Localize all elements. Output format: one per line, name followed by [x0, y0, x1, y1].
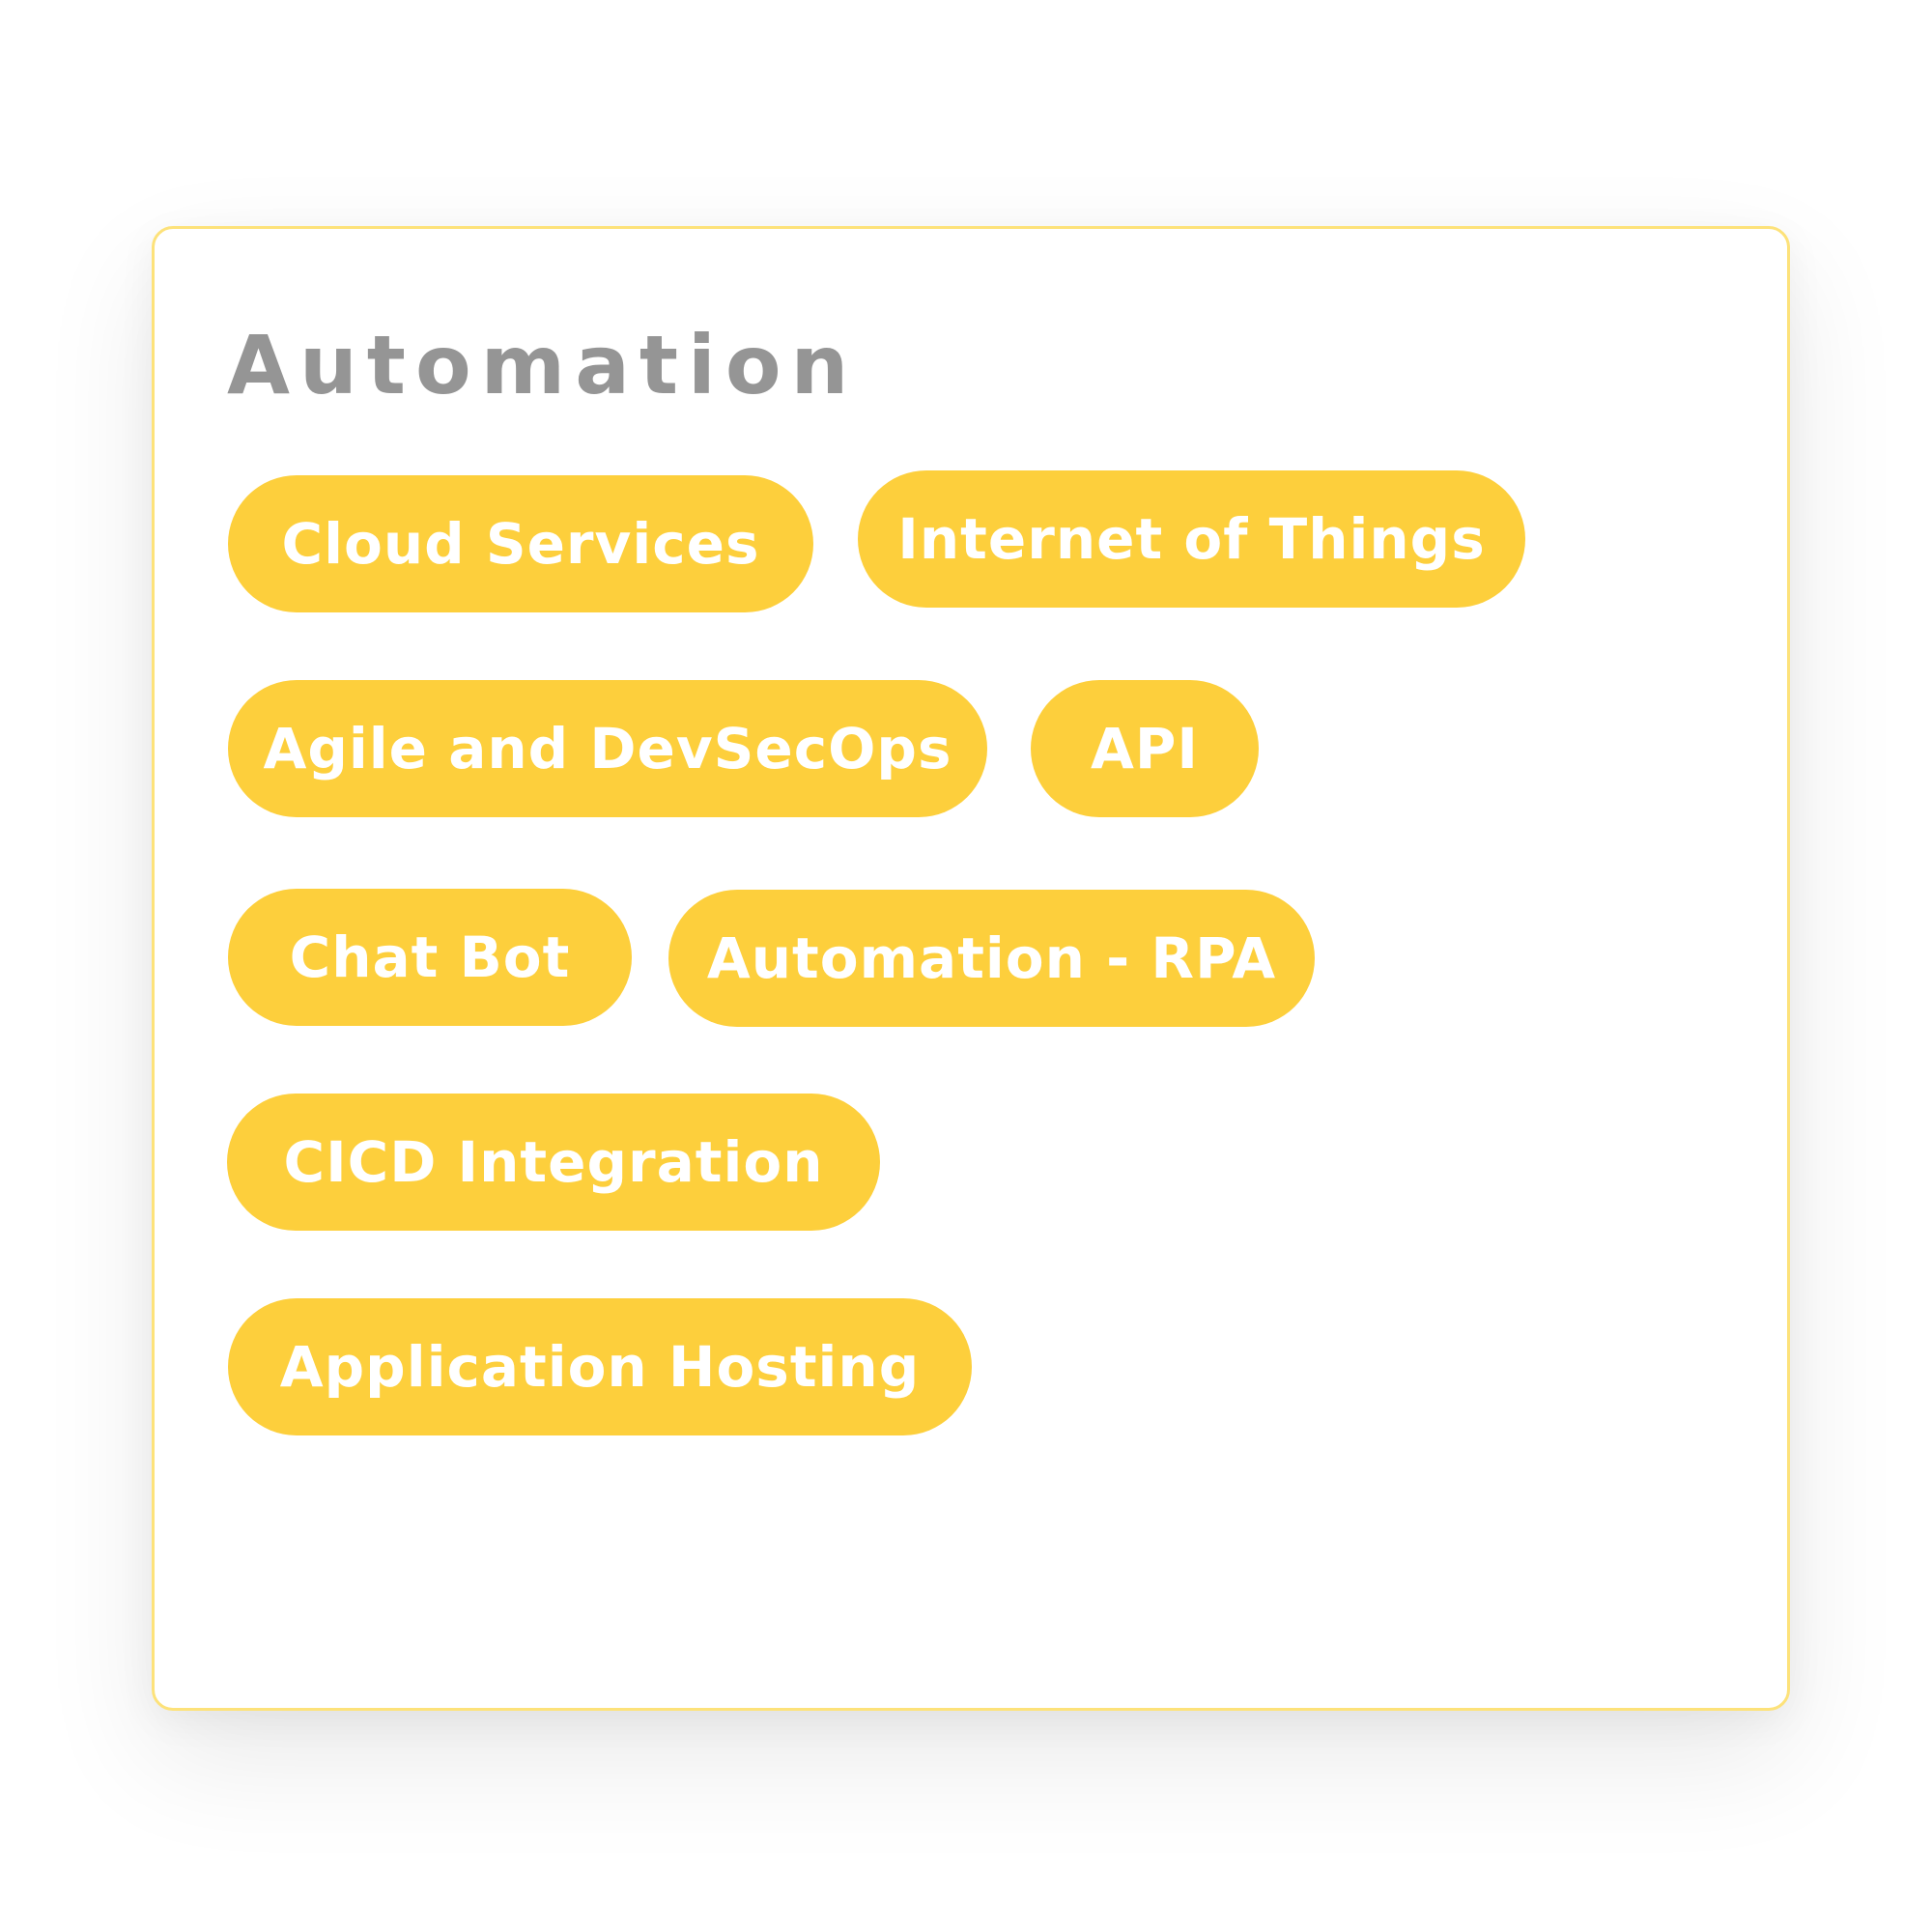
- tag-label: API: [1091, 716, 1199, 781]
- tag-label: Internet of Things: [897, 506, 1486, 572]
- tag-label: Chat Bot: [289, 924, 571, 990]
- tag-label: Automation - RPA: [706, 925, 1277, 991]
- tag-application-hosting[interactable]: Application Hosting: [228, 1298, 972, 1435]
- tag-automation-rpa[interactable]: Automation - RPA: [668, 890, 1315, 1027]
- tag-cicd-integration[interactable]: CICD Integration: [227, 1094, 880, 1231]
- tag-label: Application Hosting: [279, 1334, 921, 1400]
- card-title: Automation: [227, 318, 859, 412]
- tag-label: CICD Integration: [283, 1129, 824, 1195]
- tag-label: Cloud Services: [281, 511, 760, 577]
- tag-cloud-services[interactable]: Cloud Services: [228, 475, 813, 612]
- tag-agile-and-devsecops[interactable]: Agile and DevSecOps: [228, 680, 987, 817]
- tag-internet-of-things[interactable]: Internet of Things: [858, 470, 1525, 608]
- tag-api[interactable]: API: [1031, 680, 1259, 817]
- tag-label: Agile and DevSecOps: [263, 716, 952, 781]
- tag-chat-bot[interactable]: Chat Bot: [228, 889, 632, 1026]
